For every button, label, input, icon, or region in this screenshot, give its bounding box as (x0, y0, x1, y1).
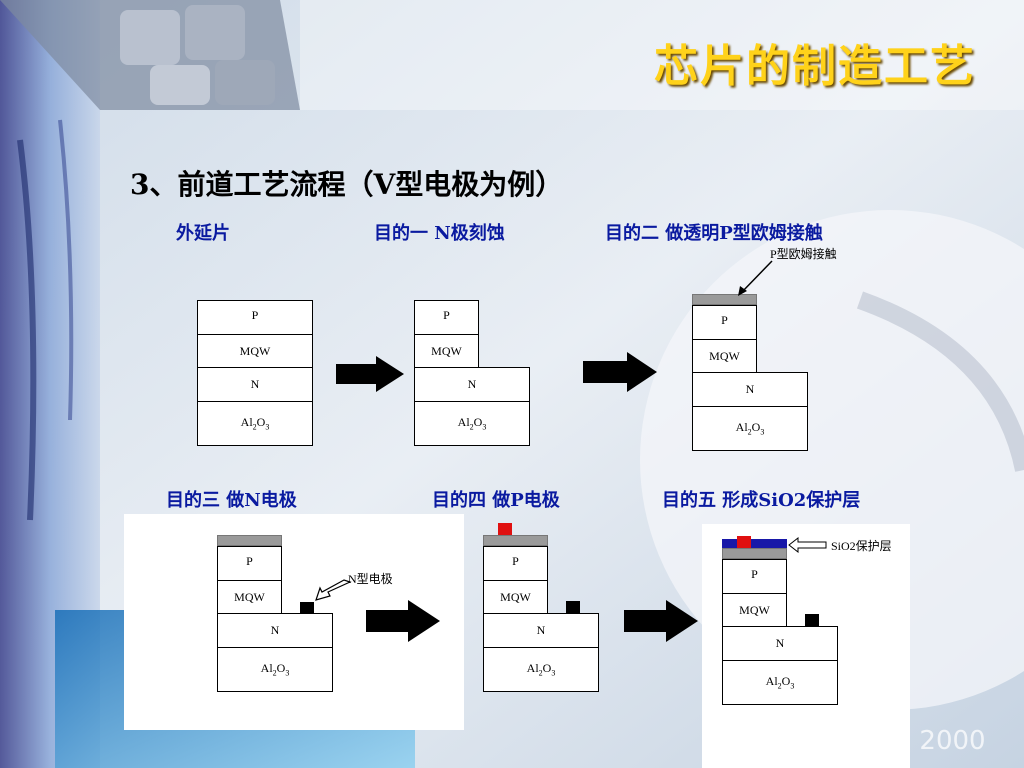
layer-p: P (722, 559, 787, 594)
layer-n: N (414, 367, 530, 402)
pointer-line-icon (738, 260, 773, 296)
sapphire-label: Al2O3 (457, 415, 487, 432)
sapphire-label: Al2O3 (260, 661, 290, 678)
step-label-sio2: 目的五 形成SiO2保护层 (662, 490, 861, 511)
step-label-wafer: 外延片 (176, 223, 230, 244)
sio2-annotation: SiO2保护层 (831, 539, 892, 553)
step-label-p-ohmic: 目的二 做透明P型欧姆接触 (605, 223, 823, 244)
arrow-right-icon (583, 352, 657, 392)
sapphire-label: Al2O3 (765, 674, 795, 691)
n-electrode (300, 602, 314, 613)
sapphire-label: Al2O3 (735, 420, 765, 437)
arrow-right-icon (624, 600, 698, 642)
layer-sapphire: Al2O3 (692, 406, 808, 451)
n-electrode (566, 601, 580, 613)
layer-mqw: MQW (414, 334, 479, 368)
layer-p: P (692, 305, 757, 340)
sio2-layer (722, 539, 787, 548)
section-subtitle: 3、前道工艺流程（V型电极为例） (130, 168, 564, 201)
layer-sapphire: Al2O3 (414, 401, 530, 446)
layer-n: N (722, 626, 838, 661)
layer-mqw: MQW (692, 339, 757, 373)
step-label-n-electrode: 目的三 做N电极 (166, 490, 297, 511)
p-electrode (737, 536, 751, 549)
layer-p: P (217, 546, 282, 581)
layer-sapphire: Al2O3 (197, 401, 313, 446)
layer-p: P (197, 300, 313, 335)
layer-p: P (414, 300, 479, 335)
n-electrode-annotation: N型电极 (348, 572, 393, 586)
layer-n: N (217, 613, 333, 648)
sapphire-label: Al2O3 (526, 661, 556, 678)
n-electrode (805, 614, 819, 626)
arrow-right-icon (336, 356, 404, 392)
layer-p: P (483, 546, 548, 581)
page-title: 芯片的制造工艺 (654, 41, 976, 92)
p-electrode (498, 523, 512, 535)
layer-sapphire: Al2O3 (722, 660, 838, 705)
layer-sapphire: Al2O3 (217, 647, 333, 692)
hollow-arrow-left-icon (788, 537, 827, 553)
ohmic-contact-layer (722, 548, 787, 559)
hollow-arrow-icon (315, 579, 352, 601)
layer-mqw: MQW (483, 580, 548, 614)
layer-n: N (197, 367, 313, 402)
sapphire-label: Al2O3 (240, 415, 270, 432)
layer-n: N (483, 613, 599, 648)
step-label-n-etch: 目的一 N极刻蚀 (374, 223, 505, 244)
step-label-p-electrode: 目的四 做P电极 (432, 490, 560, 511)
arrow-right-icon (366, 600, 440, 642)
ohmic-contact-layer (483, 535, 548, 546)
layer-mqw: MQW (722, 593, 787, 627)
p-ohmic-annotation: P型欧姆接触 (770, 247, 837, 261)
layer-n: N (692, 372, 808, 407)
ohmic-contact-layer (217, 535, 282, 546)
layer-mqw: MQW (217, 580, 282, 614)
ohmic-contact-layer (692, 294, 757, 305)
layer-sapphire: Al2O3 (483, 647, 599, 692)
layer-mqw: MQW (197, 334, 313, 368)
